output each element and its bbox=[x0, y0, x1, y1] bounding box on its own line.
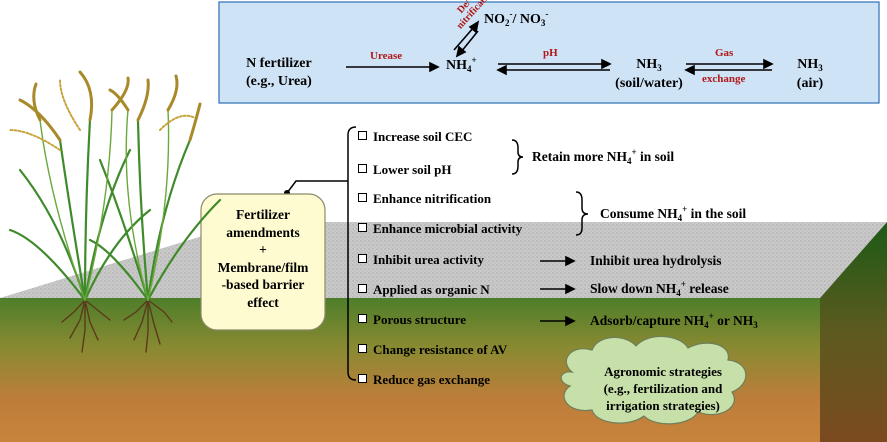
nh3-soil-label: NH3 (soil/water) bbox=[615, 57, 683, 91]
checkbox-icon bbox=[358, 164, 367, 173]
checkbox-icon bbox=[358, 223, 367, 232]
n-cycle-panel bbox=[218, 1, 880, 104]
rice-plants bbox=[8, 70, 222, 353]
outcome-arrows bbox=[540, 255, 576, 327]
checkbox-icon bbox=[358, 254, 367, 263]
checkbox-icon bbox=[358, 131, 367, 140]
strategy-item: Change resistance of AV bbox=[358, 343, 507, 357]
exchange-label: exchange bbox=[702, 73, 746, 85]
strategy-item: Inhibit urea activity bbox=[358, 253, 484, 267]
strategy-brackets bbox=[286, 126, 589, 381]
n-fertilizer-label: N fertilizer (e.g., Urea) bbox=[246, 56, 312, 89]
nh3-air-label: NH3 (air) bbox=[796, 57, 824, 91]
strategy-item: Increase soil CEC bbox=[358, 130, 472, 144]
outcome-slow: Slow down NH4+ release bbox=[590, 279, 729, 298]
no2-no3-label: NO2-/ NO3- bbox=[484, 9, 549, 28]
strategy-item: Porous structure bbox=[358, 313, 466, 327]
amendment-box-text: Fertilizer amendments + Membrane/film -b… bbox=[217, 207, 309, 310]
checkbox-icon bbox=[358, 193, 367, 202]
outcome-consume: Consume NH4+ in the soil bbox=[600, 204, 747, 223]
outcome-inhibit: Inhibit urea hydrolysis bbox=[590, 253, 722, 268]
strategy-item: Applied as organic N bbox=[358, 283, 490, 297]
agronomic-cloud bbox=[560, 335, 747, 425]
urease-label: Urease bbox=[370, 50, 403, 62]
n-cycle-arrows bbox=[346, 20, 774, 76]
checkbox-icon bbox=[358, 344, 367, 353]
ph-label: pH bbox=[543, 47, 558, 59]
checkbox-icon bbox=[358, 314, 367, 323]
checkbox-icon bbox=[358, 374, 367, 383]
checkbox-icon bbox=[358, 284, 367, 293]
strategy-item: Reduce gas exchange bbox=[358, 373, 490, 387]
soil-side-face bbox=[820, 222, 887, 442]
strategy-item: Lower soil pH bbox=[358, 163, 452, 177]
agronomic-cloud-text: Agronomic strategies (e.g., fertilizatio… bbox=[603, 364, 723, 413]
nh4-label: NH4+ bbox=[446, 55, 477, 74]
outcome-retain: Retain more NH4+ in soil bbox=[532, 147, 675, 166]
gas-label: Gas bbox=[715, 47, 734, 59]
strategy-item: Enhance nitrification bbox=[358, 192, 491, 206]
outcome-adsorb: Adsorb/capture NH4+ or NH3 bbox=[590, 311, 758, 330]
amendment-box bbox=[200, 193, 326, 331]
strategy-item: Enhance microbial activity bbox=[358, 222, 522, 236]
